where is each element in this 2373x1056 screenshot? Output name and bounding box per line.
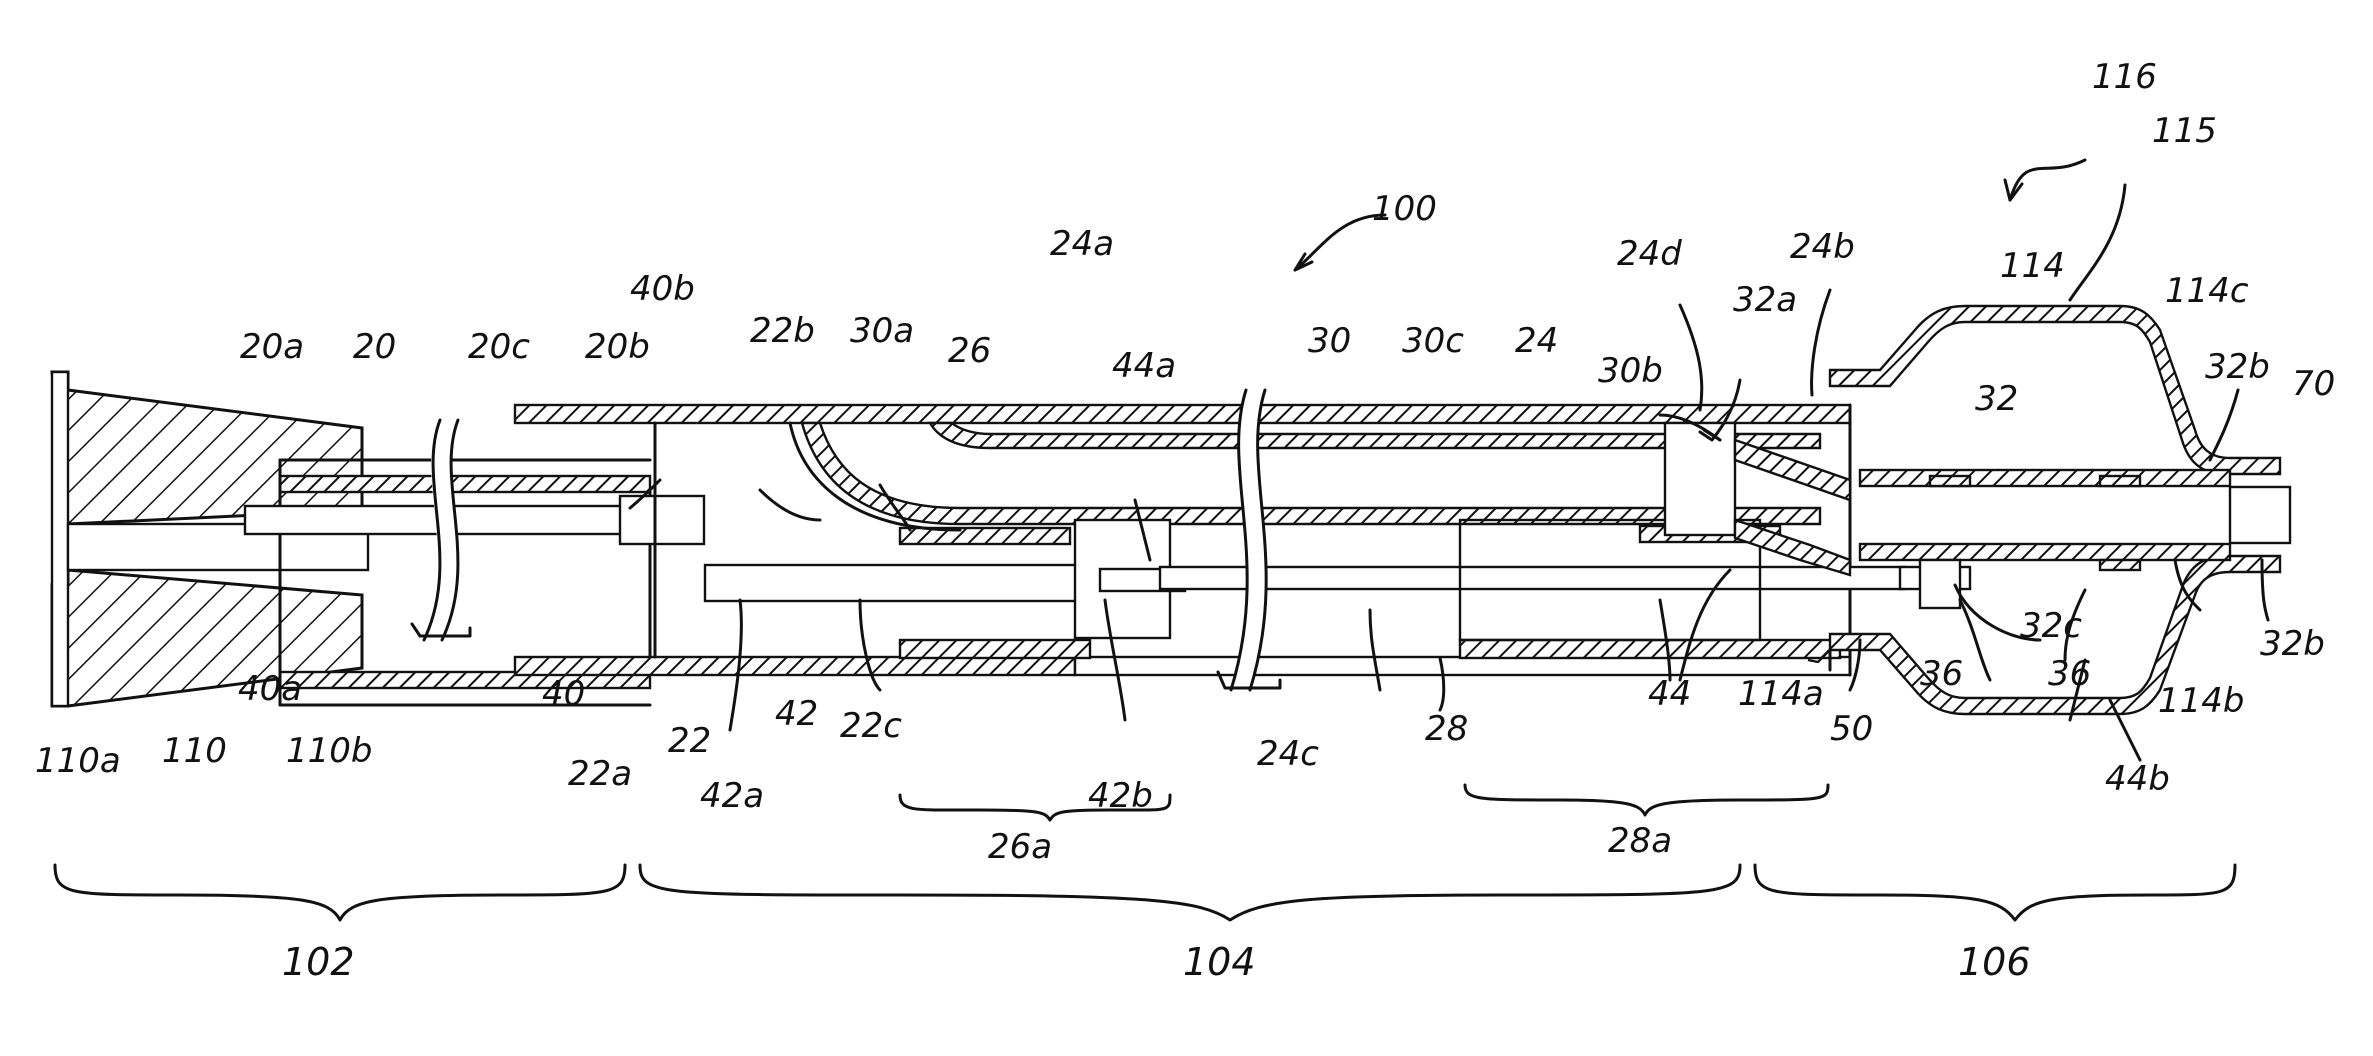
label-40a: 40a xyxy=(238,669,302,709)
label-22a: 22a xyxy=(568,754,632,794)
label-20a: 20a xyxy=(240,327,304,367)
label-115: 115 xyxy=(2152,111,2217,151)
label-30a: 30a xyxy=(850,311,914,351)
label-28: 28 xyxy=(1425,709,1468,749)
label-32a: 32a xyxy=(1733,280,1797,320)
label-110a: 110a xyxy=(35,741,121,781)
label-44: 44 xyxy=(1648,674,1691,714)
label-28a: 28a xyxy=(1608,821,1672,861)
label-20c: 20c xyxy=(468,327,530,367)
label-102: 102 xyxy=(282,940,355,984)
label-24: 24 xyxy=(1515,321,1558,361)
label-30: 30 xyxy=(1308,321,1351,361)
label-24d: 24d xyxy=(1617,234,1682,274)
label-42b: 42b xyxy=(1088,776,1153,816)
label-100: 100 xyxy=(1372,189,1437,229)
label-42: 42 xyxy=(775,694,818,734)
label-20: 20 xyxy=(353,327,396,367)
label-32: 32 xyxy=(1975,379,2018,419)
label-36-right: 36 xyxy=(2048,654,2091,694)
label-20b: 20b xyxy=(585,327,650,367)
label-44a: 44a xyxy=(1112,346,1176,386)
label-26: 26 xyxy=(948,331,991,371)
label-114: 114 xyxy=(2000,246,2065,286)
label-104: 104 xyxy=(1183,940,1256,984)
label-24b: 24b xyxy=(1790,227,1855,267)
label-30b: 30b xyxy=(1598,351,1663,391)
label-50: 50 xyxy=(1830,709,1873,749)
label-114a: 114a xyxy=(1738,674,1824,714)
label-36-left: 36 xyxy=(1920,654,1963,694)
label-44b: 44b xyxy=(2105,759,2170,799)
label-32c: 32c xyxy=(2020,606,2082,646)
label-24c: 24c xyxy=(1257,734,1319,774)
label-22: 22 xyxy=(668,721,711,761)
label-114b: 114b xyxy=(2158,681,2244,721)
label-22c: 22c xyxy=(840,706,902,746)
hub-110 xyxy=(52,372,368,706)
label-32b-bottom: 32b xyxy=(2260,624,2325,664)
label-110b: 110b xyxy=(286,731,372,771)
label-26a: 26a xyxy=(988,827,1052,867)
label-70: 70 xyxy=(2292,364,2335,404)
label-114c: 114c xyxy=(2165,271,2249,311)
label-32b-top: 32b xyxy=(2205,347,2270,387)
label-30c: 30c xyxy=(1402,321,1464,361)
label-22b: 22b xyxy=(750,311,815,351)
label-24a: 24a xyxy=(1050,224,1114,264)
label-40: 40 xyxy=(542,674,585,714)
label-106: 106 xyxy=(1958,940,2031,984)
label-110: 110 xyxy=(162,731,227,771)
label-42a: 42a xyxy=(700,776,764,816)
label-40b: 40b xyxy=(630,269,695,309)
label-116: 116 xyxy=(2092,57,2157,97)
